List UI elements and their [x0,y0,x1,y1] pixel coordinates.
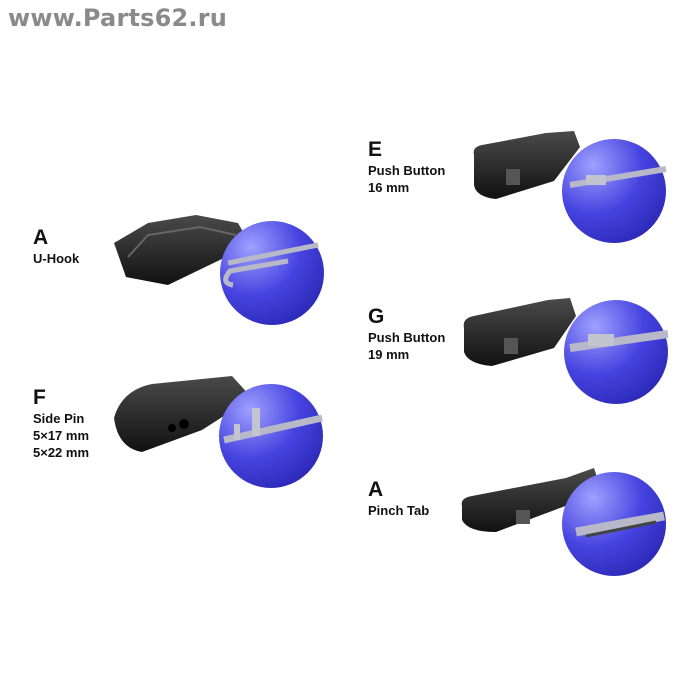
adapter-letter: E [368,138,383,161]
adapter-letter: A [368,478,384,501]
adapter-size: 5×22 mm [33,445,90,460]
adapter-name: Pinch Tab [368,503,430,518]
push-button-16-adapter-image [473,131,667,243]
adapter-letter: G [368,305,385,328]
side-pin-adapter-image [114,376,323,488]
u-hook-adapter-image [114,215,324,325]
adapter-name: Push Button [368,330,446,345]
adapter-size: 5×17 mm [33,428,90,443]
adapter-letter: F [33,386,46,409]
adapter-letter: A [33,226,49,249]
adapter-size: 19 mm [368,347,410,362]
pinch-tab-adapter-image [461,468,666,576]
adapter-name: U-Hook [33,251,80,266]
adapter-name: Side Pin [33,411,85,426]
adapter-name: Push Button [368,163,446,178]
push-button-19-adapter-image [463,298,669,404]
watermark-text: www.Parts62.ru [8,4,228,32]
adapter-size: 16 mm [368,180,410,195]
